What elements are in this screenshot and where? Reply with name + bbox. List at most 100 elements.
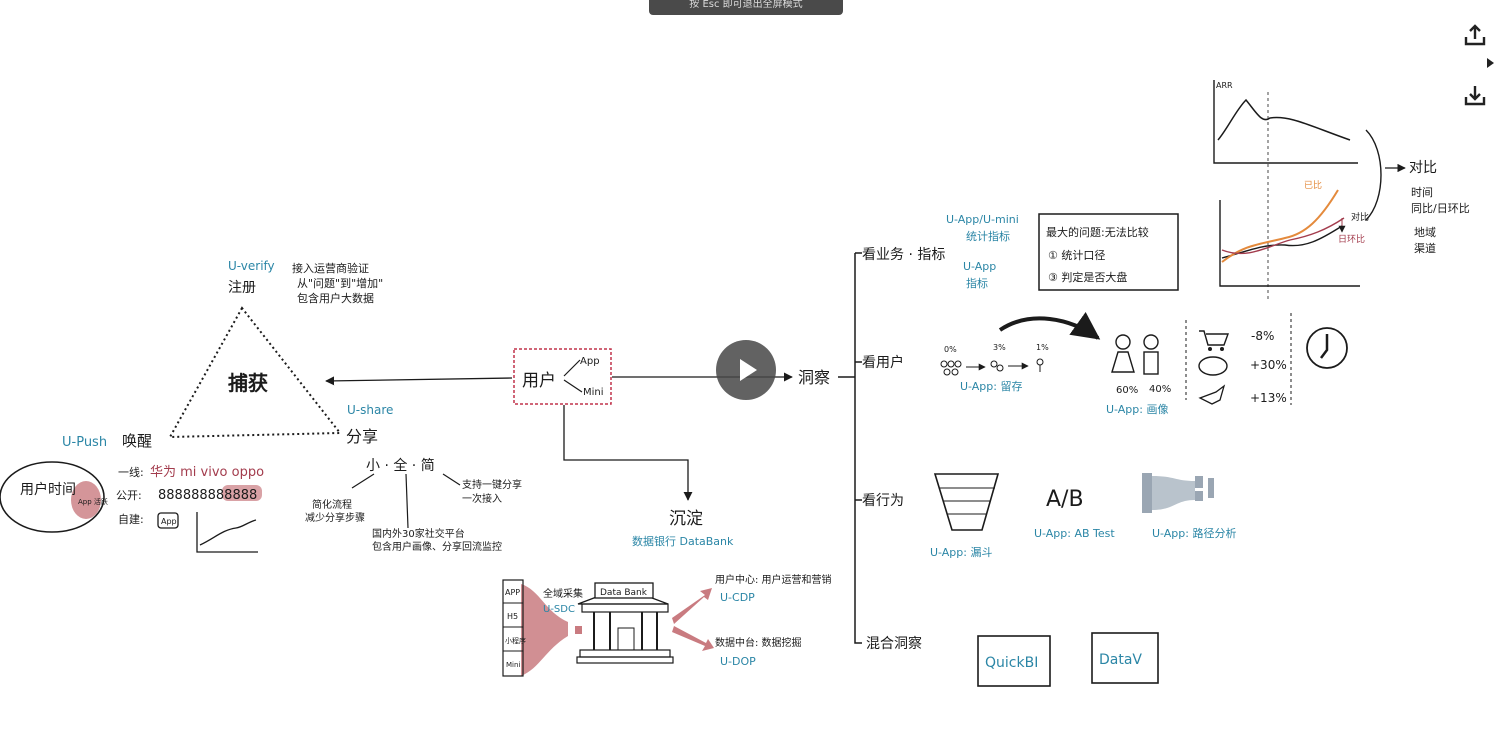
share-note-c1: 支持一键分享	[462, 478, 522, 491]
business-label: 看业务 · 指标	[862, 247, 945, 263]
user-node-box	[513, 348, 612, 405]
data-sources	[502, 579, 582, 677]
flow-pct-1: 0%	[944, 345, 957, 354]
share-label: 分享	[346, 427, 378, 446]
biz-box-line-2: ① 统计口径	[1048, 249, 1105, 262]
verify-brand: U-verify	[228, 259, 275, 273]
settle-label: 沉淀	[669, 509, 703, 529]
share-note-b2: 包含用户画像、分享回流监控	[372, 540, 502, 553]
portrait-figures	[1111, 334, 1159, 375]
compare-chart-bottom	[1219, 189, 1360, 287]
datav-label: DataV	[1099, 652, 1142, 668]
upload-icon	[1464, 24, 1486, 46]
flow-pct-3: 1%	[1036, 343, 1049, 352]
portrait-pct-40: 40%	[1149, 384, 1171, 395]
compare-item-1: 时间	[1411, 186, 1433, 199]
dop-brand: U-DOP	[720, 655, 756, 668]
mini-growth-chart	[196, 512, 258, 553]
data-bank-building	[576, 582, 714, 664]
quickbi-box	[977, 635, 1051, 687]
users-label: 看用户	[862, 354, 904, 371]
path-brand: U-App: 路径分析	[1152, 526, 1236, 540]
quickbi-label: QuickBI	[985, 655, 1038, 671]
mixed-label: 混合洞察	[866, 635, 922, 652]
compare-item-3: 地域	[1414, 226, 1436, 239]
chain-highlight	[222, 485, 262, 501]
funnel-icon	[933, 473, 1000, 531]
share-note-a2: 减少分享步骤	[305, 511, 365, 524]
collect-label: 全域采集	[543, 587, 583, 600]
bank-sign: Data Bank	[600, 588, 648, 598]
path-sankey-icon	[1142, 473, 1214, 513]
capture-label: 捕获	[228, 371, 268, 395]
app-box-label: App	[161, 517, 177, 526]
metric-travel: +13%	[1250, 391, 1287, 405]
biz-brand-2: U-App	[963, 260, 996, 273]
chart-label-red: 日环比	[1338, 233, 1365, 245]
insight-tree	[838, 252, 862, 644]
share-note-c2: 一次接入	[462, 492, 502, 505]
insight-label: 洞察	[798, 368, 830, 387]
compare-item-2: 同比/日环比	[1411, 202, 1470, 215]
ab-brand: U-App: AB Test	[1034, 527, 1115, 540]
play-button[interactable]	[716, 340, 776, 400]
vendors-label: 一线:	[118, 465, 144, 479]
app-box-icon	[157, 512, 179, 529]
cdp-title: 用户中心: 用户运营和营销	[715, 573, 832, 586]
user-branch-lines	[563, 359, 583, 393]
share-brand: U-share	[347, 403, 393, 417]
triangle-right-icon	[1487, 58, 1494, 68]
user-time-label: 用户时间	[20, 481, 76, 498]
share-tree-lines	[351, 473, 461, 529]
biz-brand-1-sub: 统计指标	[966, 229, 1010, 243]
user-node-label: 用户	[522, 371, 556, 391]
expand-panel-button[interactable]	[1480, 48, 1500, 78]
app-active-label: App 活跃	[78, 497, 108, 506]
portrait-brand: U-App: 画像	[1106, 403, 1168, 416]
compare-item-4: 渠道	[1414, 241, 1436, 255]
user-time-bubble	[0, 461, 105, 533]
retention-flow	[940, 311, 1101, 376]
datav-box	[1091, 632, 1159, 684]
verify-note-1: 接入运营商验证	[292, 261, 369, 275]
share-principles: 小 · 全 · 简	[366, 457, 435, 474]
mini-branch: Mini	[583, 387, 604, 398]
register-label: 注册	[228, 280, 256, 296]
compare-bracket	[1365, 129, 1382, 221]
portrait-pct-60: 60%	[1116, 385, 1138, 396]
compare-chart-top	[1213, 80, 1358, 300]
share-button[interactable]	[1460, 20, 1490, 50]
chart-top-label: ARR	[1216, 81, 1233, 90]
chart-label-orange: 已比	[1304, 179, 1322, 191]
settle-subtitle: 数据银行 DataBank	[632, 534, 734, 548]
verify-note-3: 包含用户大数据	[297, 291, 374, 305]
fullscreen-hint-bar: 按 Esc 即可退出全屏模式	[649, 0, 843, 15]
chart-label-dark: 对比	[1351, 211, 1369, 223]
flow-pct-2: 3%	[993, 343, 1006, 352]
biz-box-line-3: ③ 判定是否大盘	[1048, 270, 1127, 284]
cdp-brand: U-CDP	[720, 591, 755, 604]
dop-title: 数据中台: 数据挖掘	[715, 636, 802, 649]
clock-icon	[1306, 327, 1348, 369]
verify-note-2: 从"问题"到"增加"	[297, 276, 383, 290]
metric-icons	[1185, 313, 1292, 405]
funnel-brand: U-App: 漏斗	[930, 546, 992, 559]
metric-chat: +30%	[1250, 358, 1287, 372]
biz-box-line-1: 最大的问题:无法比较	[1046, 225, 1149, 239]
share-note-b1: 国内外30家社交平台	[372, 527, 465, 540]
biz-brand-1: U-App/U-mini	[946, 213, 1019, 226]
sdk-label: U-SDC	[543, 604, 575, 615]
behavior-label: 看行为	[862, 493, 904, 509]
biz-problem-box	[1038, 213, 1179, 291]
push-brand: U-Push	[62, 435, 107, 450]
download-button[interactable]	[1460, 80, 1490, 110]
source-app: APP	[505, 588, 520, 597]
app-branch: App	[580, 356, 600, 367]
center-arrows	[325, 372, 793, 501]
ab-label: A/B	[1046, 487, 1084, 512]
source-miniprogram: 小程序	[505, 636, 526, 645]
compare-label: 对比	[1409, 160, 1437, 176]
fullscreen-hint-text: 按 Esc 即可退出全屏模式	[689, 0, 803, 10]
